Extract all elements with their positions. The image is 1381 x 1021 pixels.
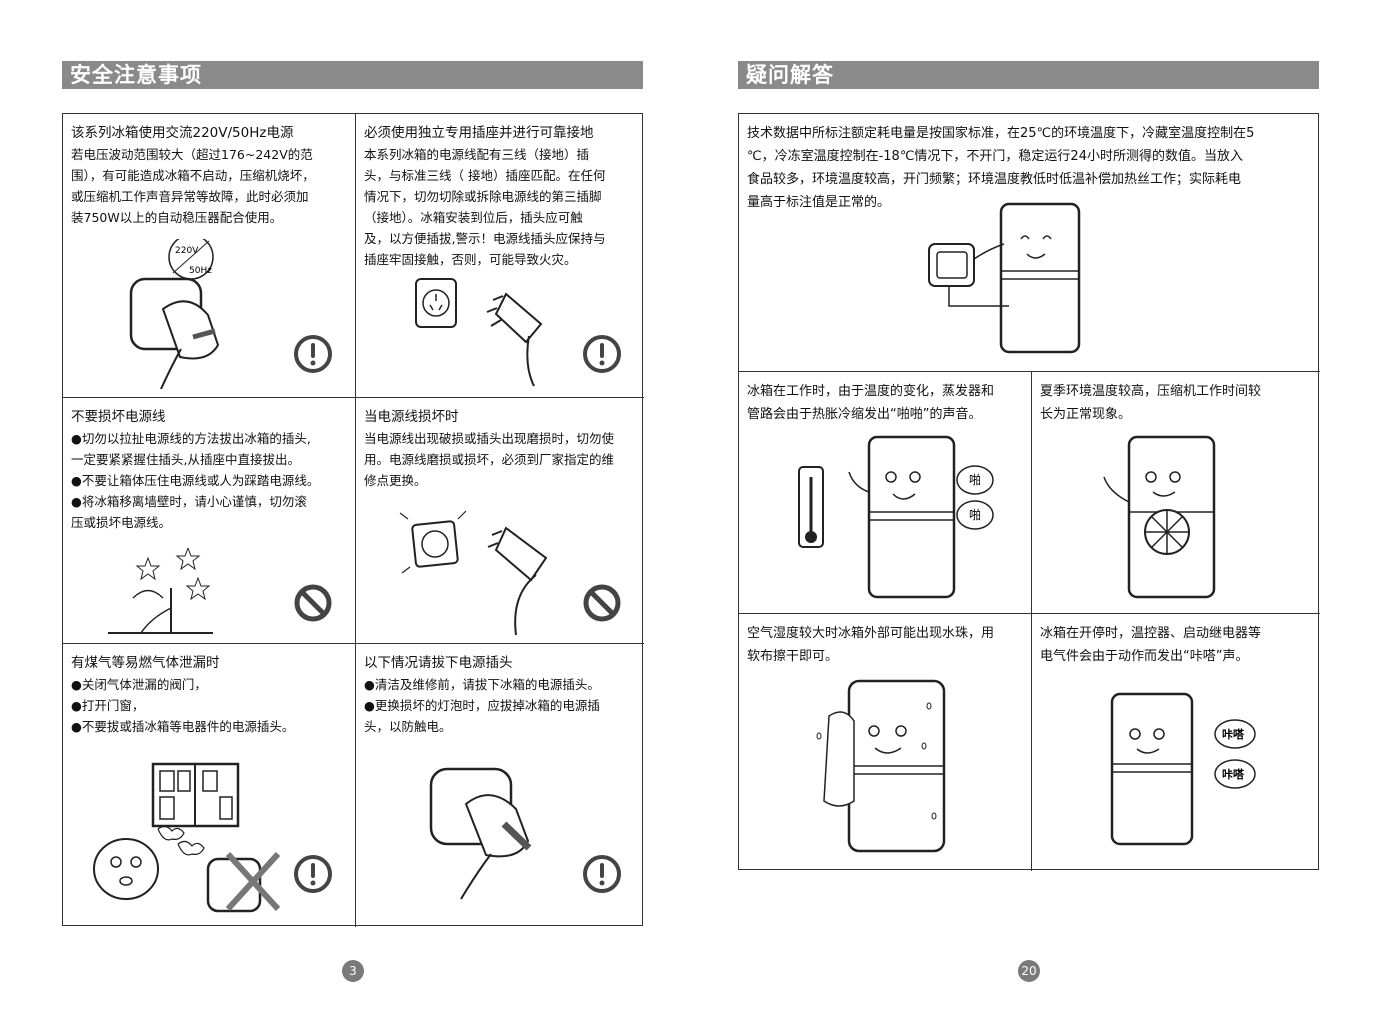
faq-grid: 技术数据中所标注额定耗电量是按国家标准，在25℃的环境温度下，冷藏室温度控制在5… (738, 113, 1320, 871)
cell-line: ●将冰箱移离墙壁时，请小心谨慎，切勿滚 (71, 494, 307, 509)
safety-cell-unplug: 以下情况请拔下电源插头 ●清洁及维修前，请拔下冰箱的电源插头。 ●更换损坏的灯泡… (356, 644, 644, 927)
cell-line: （接地）。冰箱安装到位后，插头应可触 (364, 210, 583, 225)
three-pin-socket-illustration (415, 278, 543, 387)
warning-icon (583, 335, 621, 373)
cell-line: 食品较多，环境温度较高，开门频繁；环境温度教低时低温补偿加热丝工作；实际耗电 (747, 172, 1242, 187)
cell-title: 不要损坏电源线 (71, 409, 166, 425)
safety-cell-gas-leak: 有煤气等易燃气体泄漏时 ●关闭气体泄漏的阀门， ●打开门窗， ●不要拔或插冰箱等… (63, 644, 356, 927)
damaged-cord-illustration (108, 548, 213, 634)
section-header-faq: 疑问解答 (738, 61, 1319, 89)
right-page: 疑问解答 技术数据中所标注额定耗电量是按国家标准，在25℃的环境温度下，冷藏室温… (690, 0, 1381, 1021)
cell-line: 修点更换。 (364, 473, 427, 488)
faq-cell-power-consumption: 技术数据中所标注额定耗电量是按国家标准，在25℃的环境温度下，冷藏室温度控制在5… (739, 114, 1320, 372)
cell-line: 技术数据中所标注额定耗电量是按国家标准，在25℃的环境温度下，冷藏室温度控制在5 (747, 126, 1255, 141)
section-header-safety: 安全注意事项 (62, 61, 643, 89)
sound-bubble-text: 咔嗒 (1222, 727, 1245, 741)
cell-line: ●打开门窗， (71, 698, 145, 713)
warning-icon (294, 855, 332, 893)
cell-line: 若电压波动范围较大（超过176~242V的范 (71, 147, 313, 162)
cell-line: 量高于标注值是正常的。 (747, 195, 891, 210)
cell-line: 夏季环境温度较高，压缩机工作时间较 (1040, 384, 1262, 399)
safety-cell-power-supply: 该系列冰箱使用交流220V/50Hz电源 若电压波动范围较大（超过176~242… (63, 114, 356, 398)
cell-line: 一定要紧紧握住插头,从插座中直接拔出。 (71, 452, 300, 467)
prohibited-icon (583, 584, 621, 622)
worn-plug-illustration (399, 510, 548, 636)
cell-line: 围），有可能造成冰箱不启动，压缩机烧坏， (71, 168, 315, 183)
cell-line: ℃，冷冻室温度控制在-18℃情况下，不开门，稳定运行24小时所测得的数值。当放入 (747, 149, 1243, 164)
warning-icon (294, 335, 332, 373)
cell-line: ●关闭气体泄漏的阀门， (71, 677, 207, 692)
cell-line: 冰箱在开停时，温控器、启动继电器等 (1040, 626, 1262, 641)
gas-leak-illustration (93, 762, 281, 913)
fridge-condensation-illustration (816, 679, 946, 853)
cell-line: ●切勿以拉扯电源线的方法拔出冰箱的插头, (71, 431, 311, 446)
voltage-label: 220V (175, 246, 199, 256)
cell-line: 当电源线出现破损或插头出现磨损时，切勿使 (364, 431, 615, 446)
prohibited-icon (294, 584, 332, 622)
cell-line: 装750W以上的自动稳压器配合使用。 (71, 210, 283, 225)
sound-bubble-text: 啪 (969, 472, 981, 487)
socket-plug-illustration: 220V 50Hz (129, 239, 220, 389)
fridge-thermometer-illustration: 啪 啪 (798, 435, 994, 599)
faq-cell-click-sound: 冰箱在开停时，温控器、启动继电器等 电气件会由于动作而发出“咔嗒”声。 咔嗒 咔… (1032, 614, 1320, 871)
cell-line: ●更换损坏的灯泡时，应拔掉冰箱的电源插 (364, 698, 600, 713)
cell-line: 压或损坏电源线。 (71, 515, 172, 530)
cell-line: 电气件会由于动作而发出“咔嗒”声。 (1040, 649, 1249, 664)
faq-cell-condensation: 空气湿度较大时冰箱外部可能出现水珠，用 软布擦干即可。 (739, 614, 1032, 871)
cell-line: 头，与标准三线（ 接地）插座匹配。在任何 (364, 168, 606, 183)
sound-bubble-text: 啪 (969, 507, 981, 522)
cell-line: 情况下，切勿切除或拆除电源线的第三插脚 (364, 189, 602, 204)
cell-line: 管路会由于热胀冷缩发出“啪啪”的声音。 (747, 407, 982, 422)
warning-icon (583, 855, 621, 893)
safety-cell-power-cord: 不要损坏电源线 ●切勿以拉扯电源线的方法拔出冰箱的插头, 一定要紧紧握住插头,从… (63, 398, 356, 644)
safety-grid: 该系列冰箱使用交流220V/50Hz电源 若电压波动范围较大（超过176~242… (62, 113, 644, 927)
cell-title: 有煤气等易燃气体泄漏时 (71, 655, 220, 671)
page-number: 20 (1018, 960, 1040, 982)
cell-title: 该系列冰箱使用交流220V/50Hz电源 (71, 125, 294, 141)
faq-cell-popping-sound: 冰箱在工作时，由于温度的变化，蒸发器和 管路会由于热胀冷缩发出“啪啪”的声音。 … (739, 372, 1032, 614)
fridge-click-illustration: 咔嗒 咔嗒 (1110, 692, 1256, 846)
cell-line: ●不要拔或插冰箱等电器件的电源插头。 (71, 719, 295, 734)
cell-title: 必须使用独立专用插座并进行可靠接地 (364, 125, 594, 141)
cell-line: 冰箱在工作时，由于温度的变化，蒸发器和 (747, 384, 995, 399)
cell-line: 本系列冰箱的电源线配有三线（接地）插 (364, 147, 590, 162)
safety-cell-cord-damaged: 当电源线损坏时 当电源线出现破损或插头出现磨损时，切勿使 用。电源线磨损或损坏，… (356, 398, 644, 644)
fridge-thermostat-illustration (928, 202, 1081, 354)
page-number: 3 (342, 960, 364, 982)
cell-title: 以下情况请拔下电源插头 (364, 655, 513, 671)
unplug-illustration (429, 767, 532, 900)
cell-line: 头，以防触电。 (364, 719, 452, 734)
cell-line: 或压缩机工作声音异常等故障，此时必须加 (71, 189, 309, 204)
cell-line: 空气湿度较大时冰箱外部可能出现水珠，用 (747, 626, 995, 641)
sound-bubble-text: 咔嗒 (1222, 767, 1245, 781)
cell-line: 及，以方便插拔,警示！电源线插头应保持与 (364, 231, 606, 246)
cell-line: 软布擦干即可。 (747, 649, 839, 664)
cell-title: 当电源线损坏时 (364, 409, 459, 425)
safety-cell-dedicated-socket: 必须使用独立专用插座并进行可靠接地 本系列冰箱的电源线配有三线（接地）插 头，与… (356, 114, 644, 398)
cell-line: ●清洁及维修前，请拔下冰箱的电源插头。 (364, 677, 600, 692)
faq-cell-compressor-runtime: 夏季环境温度较高，压缩机工作时间较 长为正常现象。 (1032, 372, 1320, 614)
frequency-label: 50Hz (189, 266, 212, 276)
cell-line: 用。电源线磨损或损坏，必须到厂家指定的维 (364, 452, 615, 467)
cell-line: 插座牢固接触，否则，可能导致火灾。 (364, 252, 577, 267)
left-page: 安全注意事项 该系列冰箱使用交流220V/50Hz电源 若电压波动范围较大（超过… (0, 0, 690, 1021)
cell-line: 长为正常现象。 (1040, 407, 1132, 422)
fridge-fan-illustration (1103, 435, 1216, 599)
cell-line: ●不要让箱体压住电源线或人为踩踏电源线。 (71, 473, 320, 488)
